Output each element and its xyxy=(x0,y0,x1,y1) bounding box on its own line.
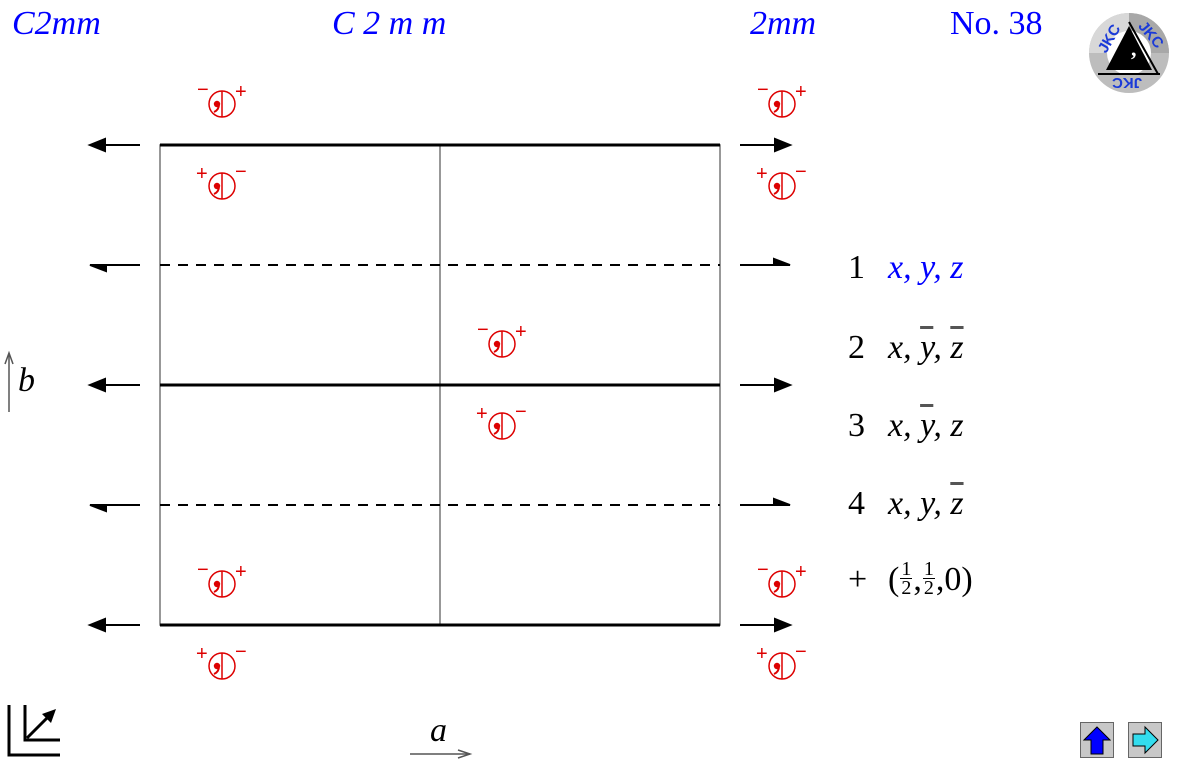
svg-text:+: + xyxy=(756,643,768,665)
svg-text:,: , xyxy=(1131,36,1137,61)
symmetry-symbols: − + + − − + + − − + + − − + + − − + + − xyxy=(196,79,807,680)
svg-text:−: − xyxy=(235,161,247,183)
svg-text:+: + xyxy=(235,81,247,103)
a-axis-arrow-icon xyxy=(410,749,473,759)
arrow-left-icon xyxy=(87,377,106,393)
svg-text:+: + xyxy=(795,81,807,103)
half-arrow-right-icon xyxy=(773,497,791,506)
full-symbol: C 2 m m xyxy=(332,5,447,42)
svg-text:+: + xyxy=(196,643,208,665)
svg-text:−: − xyxy=(795,641,807,663)
arrow-right-icon xyxy=(1132,725,1159,755)
svg-text:+: + xyxy=(476,403,488,425)
svg-text:−: − xyxy=(795,161,807,183)
arrow-left-icon xyxy=(87,137,106,153)
jkc-logo-icon: JKC JKC JKC , xyxy=(1089,13,1169,93)
twofold-axis-arrows xyxy=(87,137,793,633)
arrow-right-icon xyxy=(774,377,793,393)
arrow-left-icon xyxy=(87,617,106,633)
arrow-right-icon xyxy=(774,137,793,153)
svg-text:+: + xyxy=(756,163,768,185)
svg-text:+: + xyxy=(515,321,527,343)
svg-text:−: − xyxy=(197,559,209,581)
point-group: 2mm xyxy=(750,5,817,42)
svg-text:−: − xyxy=(235,641,247,663)
nav-up-button[interactable] xyxy=(1080,722,1114,758)
svg-text:+: + xyxy=(795,561,807,583)
a-axis-label: a xyxy=(430,712,447,749)
svg-text:+: + xyxy=(196,163,208,185)
jkc-logo[interactable]: JKC JKC JKC , xyxy=(1088,12,1170,94)
operation-1-coords: x, y, z xyxy=(888,249,964,286)
short-symbol: C2mm xyxy=(12,5,101,42)
svg-text:−: − xyxy=(197,79,209,101)
svg-text:−: − xyxy=(757,559,769,581)
b-axis-label: b xyxy=(18,362,35,399)
b-axis-arrow-icon xyxy=(4,350,14,412)
3d-view-icon xyxy=(7,705,60,757)
svg-text:−: − xyxy=(515,401,527,423)
arrow-right-icon xyxy=(774,617,793,633)
svg-text:−: − xyxy=(757,79,769,101)
space-group-number: No. 38 xyxy=(950,5,1043,42)
svg-text:+: + xyxy=(235,561,247,583)
svg-text:JKC: JKC xyxy=(1112,74,1142,91)
half-arrow-left-icon xyxy=(89,504,107,513)
arrow-up-icon xyxy=(1083,726,1111,755)
half-arrow-right-icon xyxy=(773,257,791,266)
nav-next-button[interactable] xyxy=(1128,722,1162,758)
screw-axis-arrows xyxy=(89,257,791,513)
half-arrow-left-icon xyxy=(89,264,107,273)
svg-text:−: − xyxy=(477,319,489,341)
